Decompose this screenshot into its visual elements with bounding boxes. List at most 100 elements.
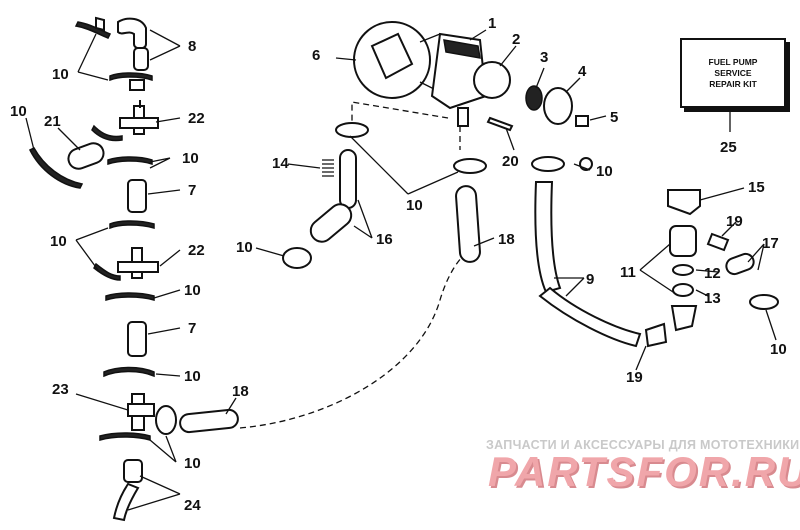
callout-13: 13: [704, 290, 721, 307]
callout-11: 11: [620, 264, 636, 281]
connector-23-body: [127, 403, 155, 417]
callout-24: 24: [184, 497, 201, 514]
filter-bowl-11: [669, 225, 697, 257]
strap-10c: [28, 147, 84, 189]
cap-4: [543, 87, 573, 125]
pump-top-plate: [443, 39, 481, 59]
left-fuel-line-assembly: [28, 16, 177, 522]
hose-18-lower: [179, 408, 239, 434]
callout-10-h: 10: [596, 163, 613, 180]
hose-9-upper: [534, 181, 562, 294]
clamp-10l: [282, 247, 312, 269]
clamp-10b-head: [129, 79, 145, 91]
callout-16: 16: [376, 231, 393, 248]
pump-outlet: [457, 107, 469, 127]
gasket-13: [672, 283, 694, 297]
kit-line-1: FUEL PUMP: [708, 56, 758, 67]
callout-10-j: 10: [236, 239, 253, 256]
o-ring-12: [672, 264, 694, 276]
callout-5: 5: [610, 109, 618, 126]
hose-9-assembly: [534, 181, 642, 348]
connector-22-lower-body: [117, 261, 159, 273]
filter-base: [670, 305, 698, 332]
hose-17: [725, 252, 755, 276]
callout-23: 23: [52, 381, 69, 398]
leader-lines: [25, 29, 777, 511]
clamp-pump-c: [531, 156, 565, 172]
clamp-10g: [93, 262, 121, 281]
callout-18-b: 18: [498, 231, 515, 248]
clamp-10d: [91, 124, 123, 142]
callout-10-i: 10: [406, 197, 423, 214]
fuel-line-18: [179, 185, 481, 434]
watermark-subtitle: ЗАПЧАСТИ И АКСЕССУАРЫ ДЛЯ МОТОТЕХНИКИ: [486, 438, 800, 452]
diaphragm-2: [473, 61, 511, 99]
callout-10-b: 10: [10, 103, 27, 120]
connector-22-upper-body: [119, 117, 159, 129]
hose-18-upper: [455, 185, 481, 263]
clamp-10k: [99, 432, 151, 441]
hose-16-assembly: [282, 149, 357, 269]
clamp-pump-b: [453, 158, 487, 174]
dashed-fuel-path: [239, 249, 471, 429]
callout-18-a: 18: [232, 383, 249, 400]
spring-14: [322, 159, 334, 177]
callout-22-b: 22: [188, 242, 205, 259]
screw-5: [575, 115, 589, 127]
kit-line-3: REPAIR KIT: [709, 78, 757, 89]
bolt-20: [486, 116, 514, 132]
callout-labels: 8 10 22 21 10 10 7 10 22 10 7 10 23 18 1…: [10, 15, 787, 514]
callout-2: 2: [512, 31, 520, 48]
callout-8: 8: [188, 38, 196, 55]
callout-10-g: 10: [184, 455, 201, 472]
fitting-19-lower: [644, 322, 668, 348]
clamp-10b: [109, 72, 153, 82]
callout-10-f: 10: [184, 368, 201, 385]
hose-16-lower: [309, 203, 353, 243]
callout-10-a: 10: [52, 66, 69, 83]
gasket-3: [525, 85, 543, 111]
callout-10-e: 10: [184, 282, 201, 299]
filter-21: [67, 142, 105, 170]
callout-7-a: 7: [188, 182, 196, 199]
callout-21: 21: [44, 113, 61, 130]
callout-12: 12: [704, 265, 721, 282]
elbow-hose-8: [117, 17, 147, 50]
callout-20: 20: [502, 153, 519, 170]
watermark-logo: PARTSFOR.RU: [488, 448, 800, 495]
callout-19-a: 19: [726, 213, 743, 230]
fuel-pump-assembly: [335, 21, 589, 174]
fuel-pump-repair-kit-box: FUEL PUMP SERVICE REPAIR KIT: [680, 38, 786, 108]
clamp-10i: [103, 366, 155, 378]
clamp-10e: [107, 156, 153, 166]
clamp-10-right: [749, 294, 779, 310]
hose-16-upper: [339, 149, 357, 209]
callout-4: 4: [578, 63, 587, 80]
callout-25: 25: [720, 139, 737, 156]
cap-15: [667, 189, 701, 216]
fitting-19-upper: [706, 232, 730, 252]
clamp-ring-10j: [155, 405, 177, 435]
cover-plate-6: [370, 32, 414, 80]
hose-7-upper: [127, 179, 147, 213]
callout-1: 1: [488, 15, 496, 32]
callout-3: 3: [540, 49, 548, 66]
callout-10-d: 10: [50, 233, 67, 250]
callout-10-c: 10: [182, 150, 199, 167]
clamp-pump-a: [335, 122, 369, 138]
clamp-strap-10a: [74, 21, 112, 39]
hose-8-lower: [133, 47, 149, 71]
callout-14: 14: [272, 155, 289, 172]
dashed-connection-a: [351, 101, 449, 126]
callout-9: 9: [586, 271, 594, 288]
hose-9-lower: [538, 286, 642, 348]
hose-24-elbow: [112, 482, 140, 522]
callout-19-b: 19: [626, 369, 643, 386]
callout-22-a: 22: [188, 110, 205, 127]
callout-15: 15: [748, 179, 765, 196]
callout-17: 17: [762, 235, 779, 252]
clamp-10f: [109, 220, 155, 230]
callout-6: 6: [312, 47, 320, 64]
hose-7-lower: [127, 321, 147, 357]
